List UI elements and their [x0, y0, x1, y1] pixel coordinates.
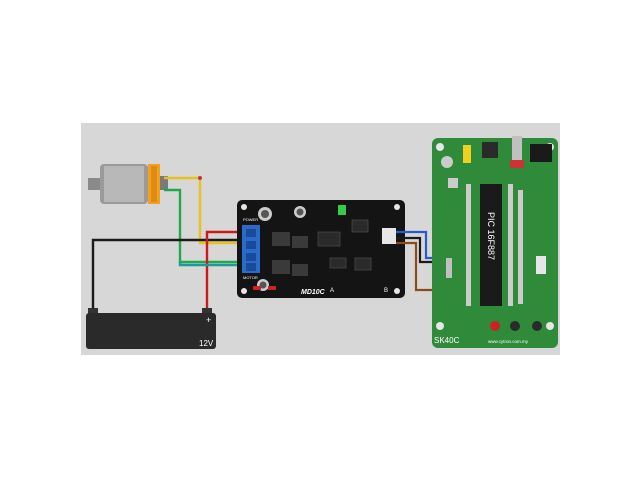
battery-plus-label: +	[206, 315, 211, 325]
battery-wires	[91, 230, 242, 308]
sk40c-board: PIC 16F887 SK40C www.cytron.com.my	[432, 136, 558, 348]
md10c-power-label: POWER	[243, 217, 258, 222]
sk40c-website: www.cytron.com.my	[488, 339, 529, 344]
md10c-a-label: A	[330, 288, 334, 294]
md10c-motor-label: MOTOR	[243, 275, 258, 280]
battery-minus-label: -	[92, 303, 95, 313]
pic-chip	[480, 184, 502, 306]
md10c-b-label: B	[384, 288, 388, 294]
sk40c-name: SK40C	[434, 336, 460, 345]
pic-chip-label: PIC 16F887	[486, 212, 496, 260]
md10c-name: MD10C	[301, 289, 326, 296]
dc-motor	[88, 164, 168, 204]
motor-wires	[164, 176, 242, 264]
md10c-board: POWER MOTOR MD10C A B	[237, 200, 405, 298]
battery-12v: - + 12V	[86, 303, 216, 349]
battery-voltage-label: 12V	[199, 339, 214, 348]
